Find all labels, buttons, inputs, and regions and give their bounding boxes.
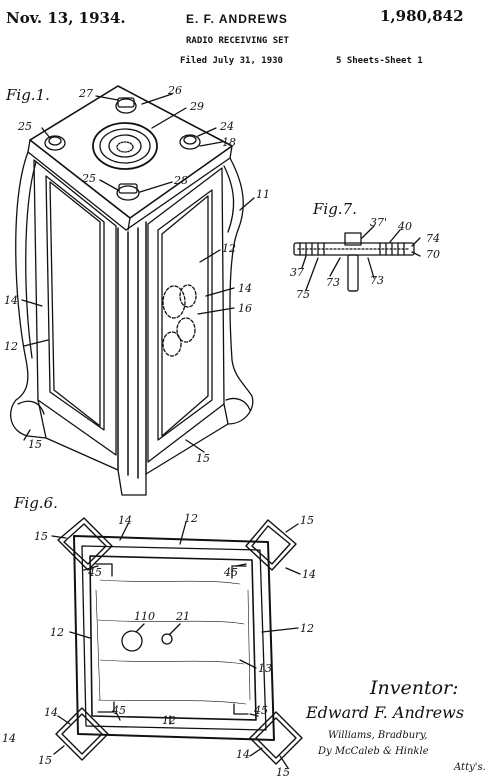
attorney-line-3: Atty's. — [453, 762, 486, 773]
fig6-label: 45 — [111, 704, 126, 717]
fig6-label: 45 — [87, 566, 102, 579]
fig6-label: 12 — [184, 512, 198, 525]
patent-date: Nov. 13, 1934. — [6, 9, 126, 27]
fig6-section-drawing: Fig.6. 15 14 12 15 14 45 45 14 110 21 12… — [2, 494, 316, 779]
inventor-name-header: E. F. ANDREWS — [186, 12, 288, 26]
fig1-label: 18 — [222, 136, 236, 149]
fig1-label: 27 — [78, 87, 93, 100]
fig1-label: 14 — [4, 294, 18, 307]
fig7-label: 37' — [370, 216, 387, 229]
fig1-label: 11 — [256, 188, 270, 201]
fig6-label: 15 — [300, 514, 314, 527]
attorney-line-2: Dy McCaleb & Hinkle — [317, 746, 429, 757]
fig7-label: 73 — [326, 276, 340, 289]
fig1-label: 15 — [28, 438, 42, 451]
fig6-label: 45 — [223, 566, 238, 579]
fig7-label: 40 — [397, 220, 412, 233]
fig6-label: 13 — [258, 662, 272, 675]
fig6-label: 14 — [118, 514, 132, 527]
fig1-label: 25 — [17, 120, 32, 133]
fig1-label: 28 — [173, 174, 188, 187]
fig6-title: Fig.6. — [13, 494, 58, 512]
fig6-label: 21 — [175, 610, 190, 623]
fig6-label: 14 — [302, 568, 316, 581]
fig7-label: 37 — [290, 266, 304, 279]
fig6-label: 12 — [300, 622, 314, 635]
filed-date: Filed July 31, 1930 — [180, 56, 283, 66]
fig7-label: 73 — [370, 274, 384, 287]
fig1-label: 29 — [189, 100, 204, 113]
inventor-signature: Edward F. Andrews — [305, 703, 464, 722]
attorney-line-1: Williams, Bradbury, — [328, 730, 427, 741]
fig1-label: 25 — [81, 172, 96, 185]
fig7-detail-drawing: Fig.7. 37' 40 74 70 37 73 73 75 — [290, 200, 440, 301]
fig1-label: 24 — [219, 120, 234, 133]
fig6-label: 12 — [50, 626, 64, 639]
fig6-label: 14 — [44, 706, 58, 719]
fig6-label: 15 — [276, 766, 290, 779]
fig1-label: 15 — [196, 452, 210, 465]
fig1-label: 12 — [222, 242, 236, 255]
fig6-label: 15 — [38, 754, 52, 767]
inventor-title: Inventor: — [369, 677, 459, 699]
fig6-label: 14 — [236, 748, 250, 761]
fig7-label: 70 — [426, 248, 440, 261]
fig6-label: 110 — [134, 610, 155, 623]
fig1-label: 14 — [238, 282, 252, 295]
fig1-label: 16 — [238, 302, 252, 315]
fig6-label: 14 — [2, 732, 16, 745]
fig7-label: 75 — [296, 288, 310, 301]
patent-number: 1,980,842 — [380, 7, 464, 25]
patent-subject: RADIO RECEIVING SET — [186, 36, 289, 46]
fig7-title: Fig.7. — [312, 200, 357, 218]
fig6-label: 12 — [162, 714, 176, 727]
fig6-label: 15 — [34, 530, 48, 543]
signature-block: Inventor: Edward F. Andrews Williams, Br… — [305, 677, 486, 773]
fig1-label: 12 — [4, 340, 18, 353]
fig6-label: 45 — [253, 704, 268, 717]
fig1-cabinet-drawing: 27 26 29 25 24 18 25 28 11 12 14 16 14 1… — [4, 84, 270, 496]
fig7-label: 74 — [426, 232, 440, 245]
fig1-label: 26 — [167, 84, 182, 97]
sheet-info: 5 Sheets-Sheet 1 — [336, 56, 423, 66]
fig1-title: Fig.1. — [5, 86, 50, 104]
